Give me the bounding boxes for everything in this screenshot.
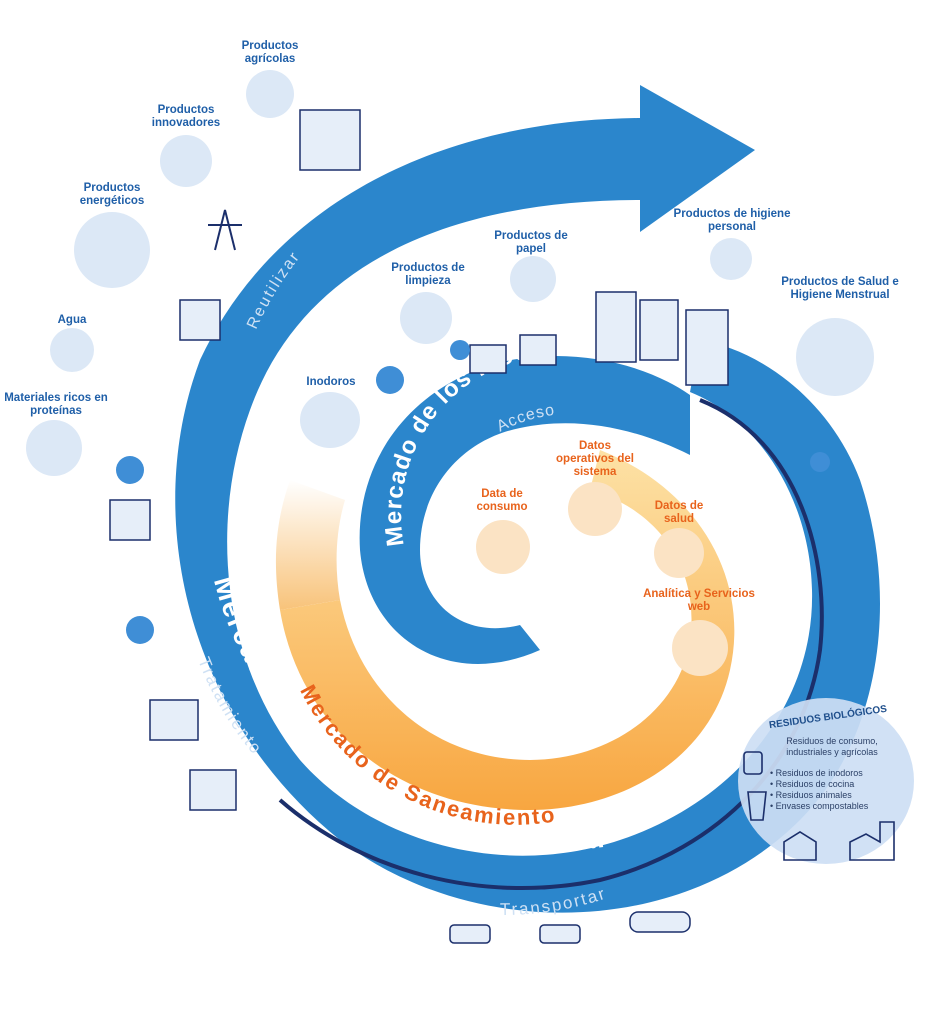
inner-spiral-band [359,356,690,664]
microscope-icon [160,135,212,187]
biowaste-list: Residuos de inodoros Residuos de cocina … [770,768,890,812]
label-energy: Productos energéticos [79,182,145,207]
cloud-gear-icon [672,620,728,676]
biowaste-item: Residuos animales [770,790,890,801]
paper-roll-icon [510,256,556,302]
label-consumption: Data de consumo [476,488,528,513]
label-water: Agua [57,314,87,326]
label-health: Datos de salud [654,500,704,525]
lightbulb-icon [74,212,150,288]
biowaste-subtitle: Residuos de consumo, industriales y agrí… [786,736,878,757]
magnifier-person-icon [476,520,530,574]
label-toilets: Inodoros [306,376,356,388]
label-agricultural: Productos agrícolas [241,40,299,65]
trees-icon [116,340,830,644]
toilet-icon [300,392,360,448]
cleaning-bottles-icon [400,292,452,344]
city-buildings-icon [469,291,729,386]
first-aid-icon [654,528,704,578]
label-analytics: Analítica y Servicios web [643,588,755,613]
power-pylon-icon [208,209,242,251]
label-operational: Datos operativos del sistema [556,440,634,478]
label-protein: Materiales ricos en proteínas [4,392,108,417]
menstrual-products-icon [796,318,874,396]
biowaste-item: Residuos de cocina [770,779,890,790]
middle-spiral-band [280,450,735,810]
middle-band-fade [275,480,345,610]
trucks-icon [449,911,691,944]
label-innovative: Productos innovadores [151,104,221,129]
label-cleaning: Productos de limpieza [391,262,465,287]
biowaste-item: Envases compostables [770,801,890,812]
label-hygiene: Productos de higiene personal [673,208,791,233]
label-menstrual: Productos de Salud e Higiene Menstrual [781,276,899,301]
agricultural-icon-bubble [246,70,294,118]
protein-icon [26,420,82,476]
label-paper: Productos de papel [494,230,568,255]
gears-icon [568,482,622,536]
soap-dispenser-icon [710,238,752,280]
left-buildings-icon [109,109,361,811]
water-drop-icon [50,328,94,372]
biowaste-item: Residuos de inodoros [770,768,890,779]
